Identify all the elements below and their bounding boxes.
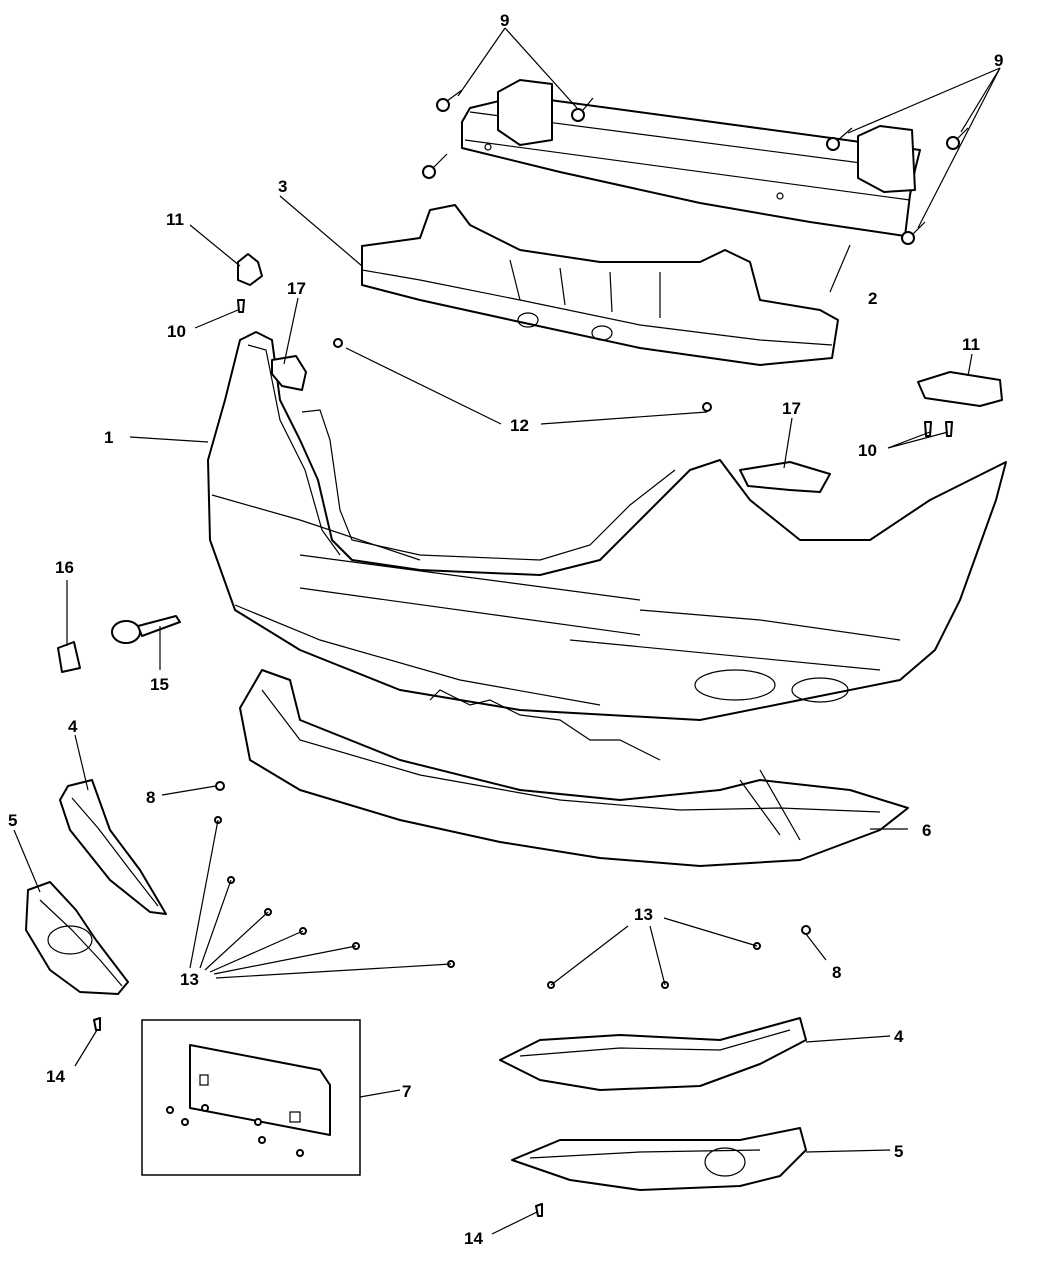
bolt — [946, 127, 969, 150]
lower-shield — [239, 669, 909, 867]
bumper-fascia — [207, 331, 1007, 721]
callout-8-right: 8 — [832, 963, 841, 982]
callout-5-left: 5 — [8, 811, 17, 830]
callout-4-right: 4 — [894, 1027, 904, 1046]
callout-1: 1 — [104, 428, 113, 447]
callout-11-left: 11 — [166, 210, 184, 229]
callout-10-left: 10 — [167, 322, 186, 341]
callouts: 9 9 2 3 11 10 17 12 11 17 10 1 16 15 4 8… — [8, 11, 1003, 1248]
reinforcement-beam — [461, 79, 921, 237]
energy-absorber — [361, 204, 839, 366]
bracket-17-right — [739, 461, 831, 493]
callout-3: 3 — [278, 177, 287, 196]
license-bracket-inset — [141, 1019, 361, 1176]
callout-15: 15 — [150, 675, 169, 694]
callout-14-right: 14 — [464, 1229, 483, 1248]
fog-bezel-right — [499, 1017, 807, 1091]
bolt — [826, 127, 853, 151]
callout-14-left: 14 — [46, 1067, 65, 1086]
bolt — [436, 89, 463, 112]
bolt — [901, 221, 926, 245]
callout-6: 6 — [922, 821, 931, 840]
callout-8-left: 8 — [146, 788, 155, 807]
callout-10-right: 10 — [858, 441, 877, 460]
callout-16: 16 — [55, 558, 74, 577]
callout-9-top: 9 — [500, 11, 509, 30]
bolt — [571, 97, 594, 122]
bolts-9 — [422, 89, 969, 245]
callout-7: 7 — [402, 1082, 411, 1101]
bolt — [422, 153, 448, 179]
callout-13-right: 13 — [634, 905, 653, 924]
callout-2: 2 — [868, 289, 877, 308]
callout-9-right: 9 — [994, 51, 1003, 70]
fog-bezel-left — [59, 779, 167, 915]
bracket-17-left — [271, 355, 307, 391]
tow-hook-cover — [57, 641, 81, 673]
bracket-11-right — [917, 371, 1003, 407]
callout-4-left: 4 — [68, 717, 78, 736]
callout-11-right: 11 — [962, 335, 980, 354]
fog-lamp-right — [511, 1127, 807, 1191]
tow-hook — [111, 615, 181, 644]
callout-12: 12 — [510, 416, 529, 435]
callout-5-right: 5 — [894, 1142, 903, 1161]
bracket-11-left — [237, 253, 263, 286]
callout-17-left: 17 — [287, 279, 306, 298]
callout-17-right: 17 — [782, 399, 801, 418]
fog-lamp-left — [25, 881, 129, 995]
callout-13-left: 13 — [180, 970, 199, 989]
leader-lines — [13, 27, 1001, 1235]
